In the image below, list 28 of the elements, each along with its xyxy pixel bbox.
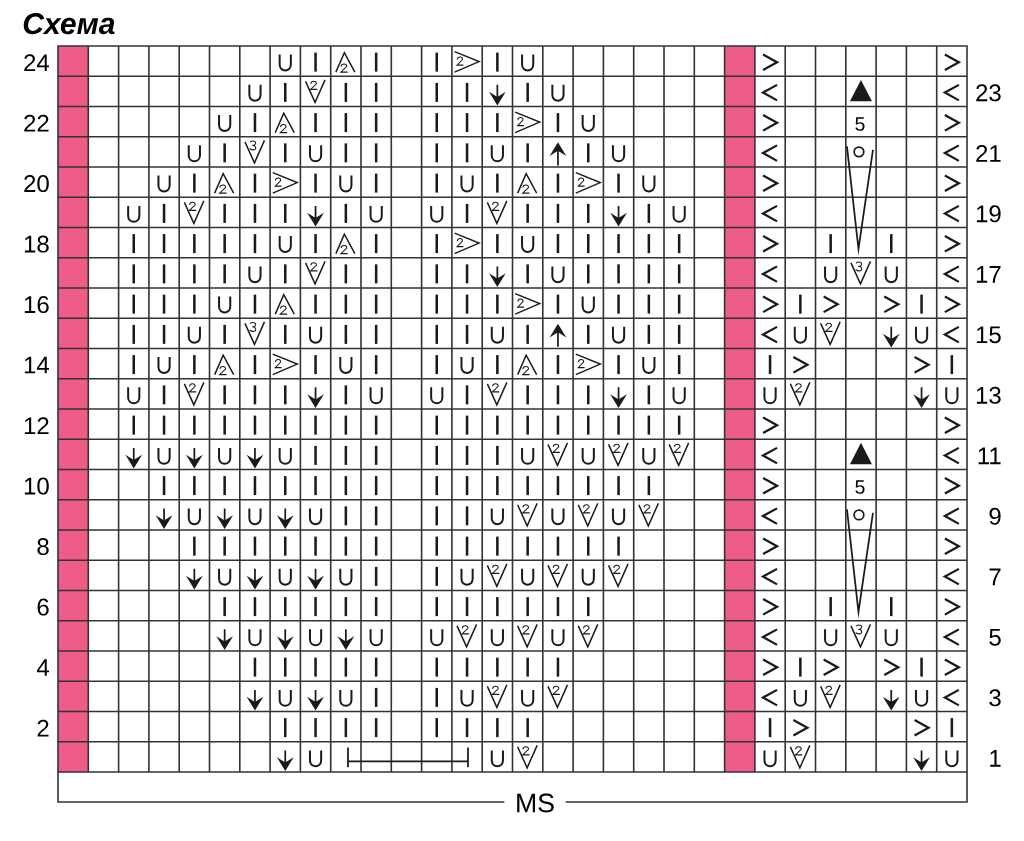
row-number: 21 bbox=[976, 145, 1001, 162]
row-number: 3 bbox=[989, 689, 1001, 707]
row-number: 11 bbox=[978, 447, 1001, 465]
count-number: 5 bbox=[855, 117, 865, 131]
row-number: 22 bbox=[24, 114, 49, 132]
row-number: 8 bbox=[37, 538, 49, 556]
row-number: 1 bbox=[990, 750, 1001, 767]
row-number: 17 bbox=[976, 266, 1001, 283]
row-number: 9 bbox=[989, 507, 1001, 525]
row-number: 24 bbox=[24, 54, 50, 71]
row-number: 4 bbox=[36, 659, 50, 676]
chart-title: Схема bbox=[23, 13, 115, 35]
row-number: 2 bbox=[37, 719, 49, 737]
row-number: 6 bbox=[37, 598, 49, 616]
row-number: 16 bbox=[24, 296, 49, 314]
row-number: 15 bbox=[976, 326, 1001, 344]
row-number: 7 bbox=[989, 568, 1001, 586]
row-number: 14 bbox=[24, 356, 50, 374]
row-number: 10 bbox=[24, 477, 49, 495]
row-number: 18 bbox=[24, 235, 49, 253]
count-number: 5 bbox=[855, 480, 865, 494]
row-number: 20 bbox=[24, 175, 49, 193]
row-number: 19 bbox=[976, 205, 1001, 223]
row-number: 23 bbox=[976, 84, 1001, 102]
row-number: 12 bbox=[24, 417, 49, 434]
row-number: 13 bbox=[976, 386, 1001, 404]
row-number: 5 bbox=[989, 629, 1001, 646]
repeat-label: MS bbox=[504, 792, 566, 814]
